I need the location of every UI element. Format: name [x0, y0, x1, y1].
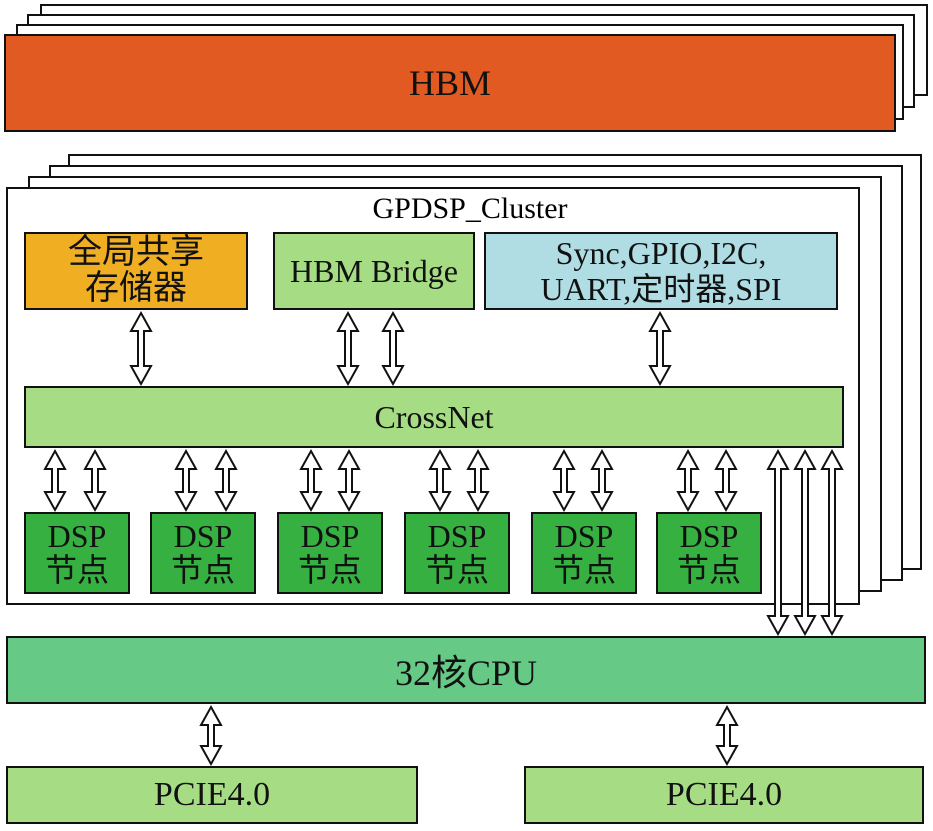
dsp-node-6-line1: DSP — [679, 518, 739, 554]
shared-memory-block: 全局共享 存储器 — [24, 232, 248, 310]
peripherals-line1: Sync,GPIO,I2C, — [555, 235, 767, 271]
dsp-node-3-line2: 节点 — [297, 552, 362, 588]
dsp-node-6-line2: 节点 — [676, 552, 741, 588]
hbm-label: HBM — [408, 63, 492, 103]
peripherals-line2: UART,定时器,SPI — [540, 271, 782, 307]
arrow-crossnet-dsp-5-a — [552, 448, 576, 513]
dsp-node-1-line1: DSP — [47, 518, 107, 554]
dsp-node-1-line2: 节点 — [44, 552, 109, 588]
arrow-crossnet-dsp-5-b — [590, 448, 614, 513]
arrow-crossnet-dsp-4-a — [428, 448, 452, 513]
arrow-crossnet-dsp-1-a — [43, 448, 67, 513]
dsp-node-5-line2: 节点 — [551, 552, 616, 588]
arrow-crossnet-dsp-3-a — [299, 448, 323, 513]
arrow-crossnet-dsp-4-b — [466, 448, 490, 513]
arrow-crossnet-dsp-6-b — [714, 448, 738, 513]
crossnet-label: CrossNet — [374, 398, 494, 435]
arrow-crossnet-cpu-3 — [820, 448, 844, 637]
pcie-right-block: PCIE4.0 — [524, 766, 924, 824]
hbm-block: HBM — [4, 34, 896, 132]
shared-memory-line2: 存储器 — [85, 270, 187, 307]
peripherals-block: Sync,GPIO,I2C, UART,定时器,SPI — [484, 232, 838, 310]
arrow-cpu-pcie-left — [199, 704, 223, 767]
arrow-crossnet-dsp-2-a — [174, 448, 198, 513]
crossnet-block: CrossNet — [24, 386, 844, 448]
arrow-hbm-bridge-crossnet-2 — [381, 310, 405, 387]
pcie-right-label: PCIE4.0 — [665, 776, 783, 813]
arrow-crossnet-dsp-2-b — [214, 448, 238, 513]
arrow-shared-memory-crossnet — [129, 310, 153, 387]
pcie-left-block: PCIE4.0 — [6, 766, 418, 824]
cpu-label: 32核CPU — [394, 653, 538, 693]
dsp-node-5-line1: DSP — [554, 518, 614, 554]
hbm-bridge-label: HBM Bridge — [290, 252, 458, 289]
arrow-hbm-bridge-crossnet-1 — [336, 310, 360, 387]
shared-memory-line1: 全局共享 — [68, 234, 204, 271]
cluster-title: GPDSP_Cluster — [330, 190, 610, 228]
arrow-peripherals-crossnet — [648, 310, 672, 387]
cpu-block: 32核CPU — [6, 636, 926, 704]
arrow-crossnet-dsp-1-b — [83, 448, 107, 513]
dsp-node-2-line1: DSP — [173, 518, 233, 554]
dsp-node-3-line1: DSP — [300, 518, 360, 554]
dsp-node-4-line2: 节点 — [424, 552, 489, 588]
hbm-bridge-block: HBM Bridge — [273, 232, 475, 310]
arrow-crossnet-cpu-2 — [793, 448, 817, 637]
dsp-node-4-line1: DSP — [427, 518, 487, 554]
arrow-crossnet-dsp-6-a — [676, 448, 700, 513]
arrow-crossnet-cpu-1 — [766, 448, 790, 637]
pcie-left-label: PCIE4.0 — [153, 776, 271, 813]
arrow-cpu-pcie-right — [715, 704, 739, 767]
arrow-crossnet-dsp-3-b — [337, 448, 361, 513]
dsp-node-2-line2: 节点 — [170, 552, 235, 588]
